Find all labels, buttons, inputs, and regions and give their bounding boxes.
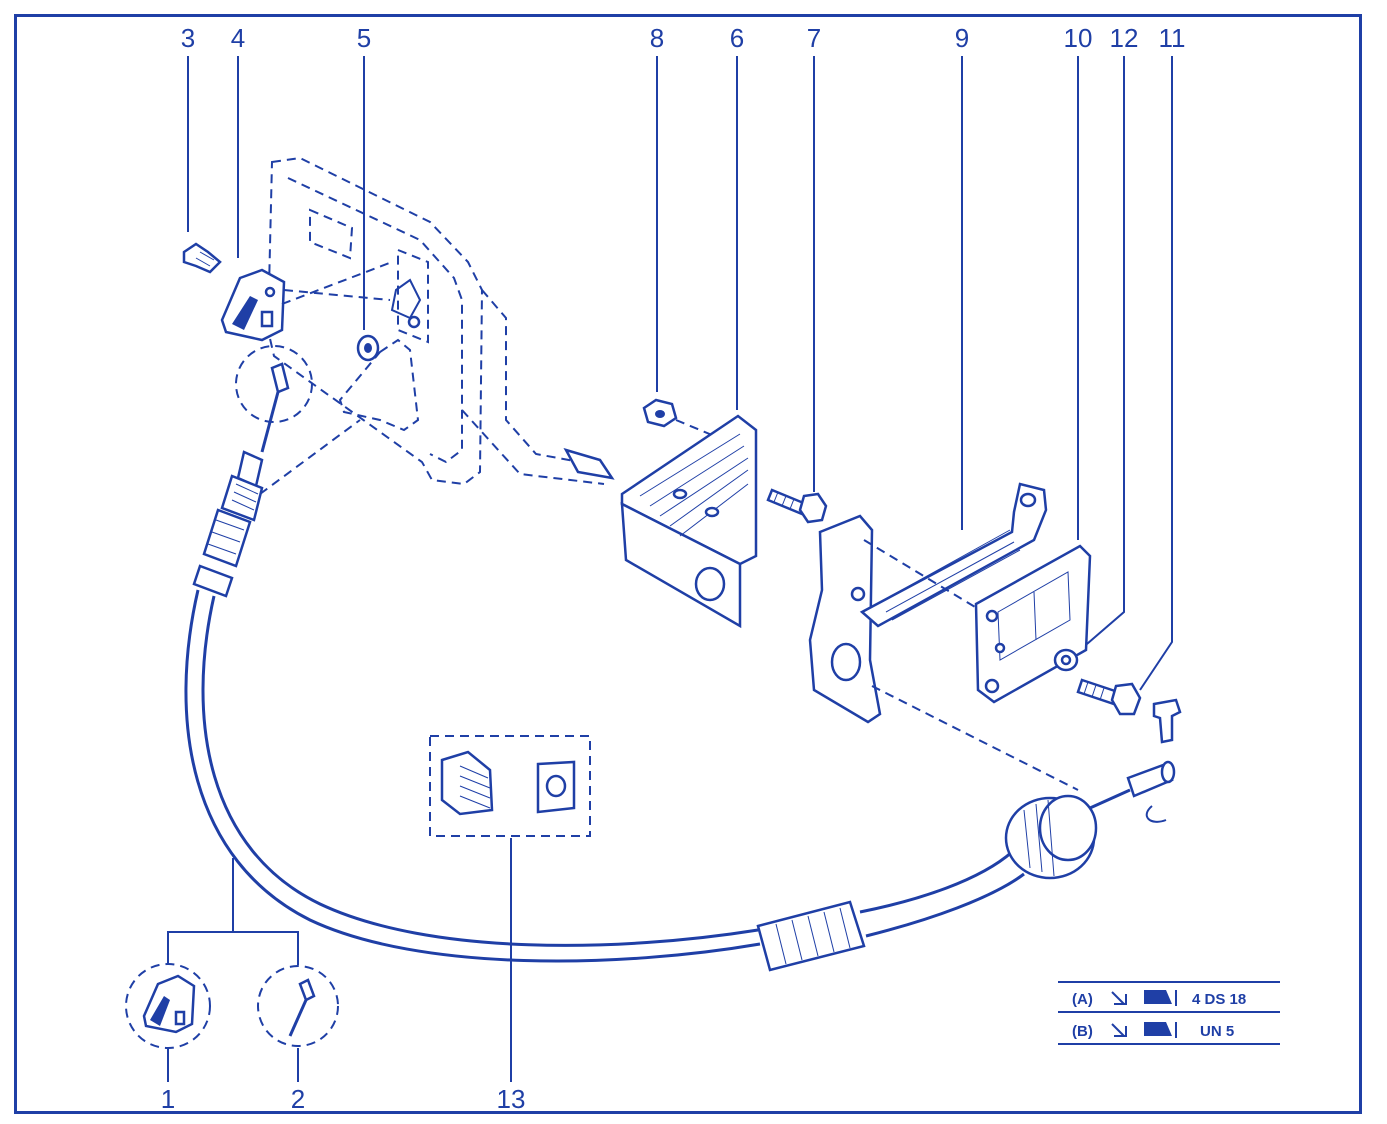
wrench-icon: [1144, 1022, 1172, 1036]
callout-1: 1: [161, 1084, 175, 1114]
diagram-frame: [14, 14, 1362, 1114]
part-4-cable-bracket: [220, 261, 393, 342]
part-7-bolt: [766, 488, 828, 524]
callout-3: 3: [181, 23, 195, 53]
callout-2: 2: [291, 1084, 305, 1114]
part-3-bolt: [182, 242, 222, 274]
wrench-icon: [1144, 990, 1172, 1004]
clutch-cable: [184, 450, 1182, 972]
callout-9: 9: [955, 23, 969, 53]
torque-arrow-icon: [1111, 991, 1127, 1005]
torque-arrow-icon: [1111, 1023, 1127, 1037]
callout-6: 6: [730, 23, 744, 53]
callout-13: 13: [497, 1084, 526, 1114]
part-13-kit: [429, 735, 591, 837]
pedal-box-housing: [266, 156, 615, 486]
part-12-washer: [1053, 648, 1079, 672]
part-10-plate: [974, 544, 1092, 704]
legend-row-b-spec: UN 5: [1200, 1023, 1234, 1040]
cable-end-detail: [235, 345, 361, 495]
detail-part-1: [125, 963, 211, 1049]
part-11-bolt: [1076, 678, 1142, 716]
legend-table: (A) (B) 4 DS 18 UN 5: [1058, 981, 1280, 1045]
part-9-support: [808, 482, 1079, 791]
part-6-bracket: [620, 414, 758, 629]
callout-8: 8: [650, 23, 664, 53]
callout-5: 5: [357, 23, 371, 53]
callout-11: 11: [1159, 23, 1186, 53]
leader-lines: [167, 56, 1173, 1082]
callout-10: 10: [1064, 23, 1093, 53]
part-8-nut: [642, 398, 725, 441]
callout-12: 12: [1110, 23, 1139, 53]
part-5-clip: [356, 334, 380, 362]
callout-7: 7: [807, 23, 821, 53]
legend-row-a-key: (A): [1072, 991, 1093, 1008]
callout-4: 4: [231, 23, 245, 53]
detail-part-2: [257, 965, 339, 1047]
legend-row-b-key: (B): [1072, 1023, 1093, 1040]
legend-row-a-spec: 4 DS 18: [1192, 991, 1246, 1008]
